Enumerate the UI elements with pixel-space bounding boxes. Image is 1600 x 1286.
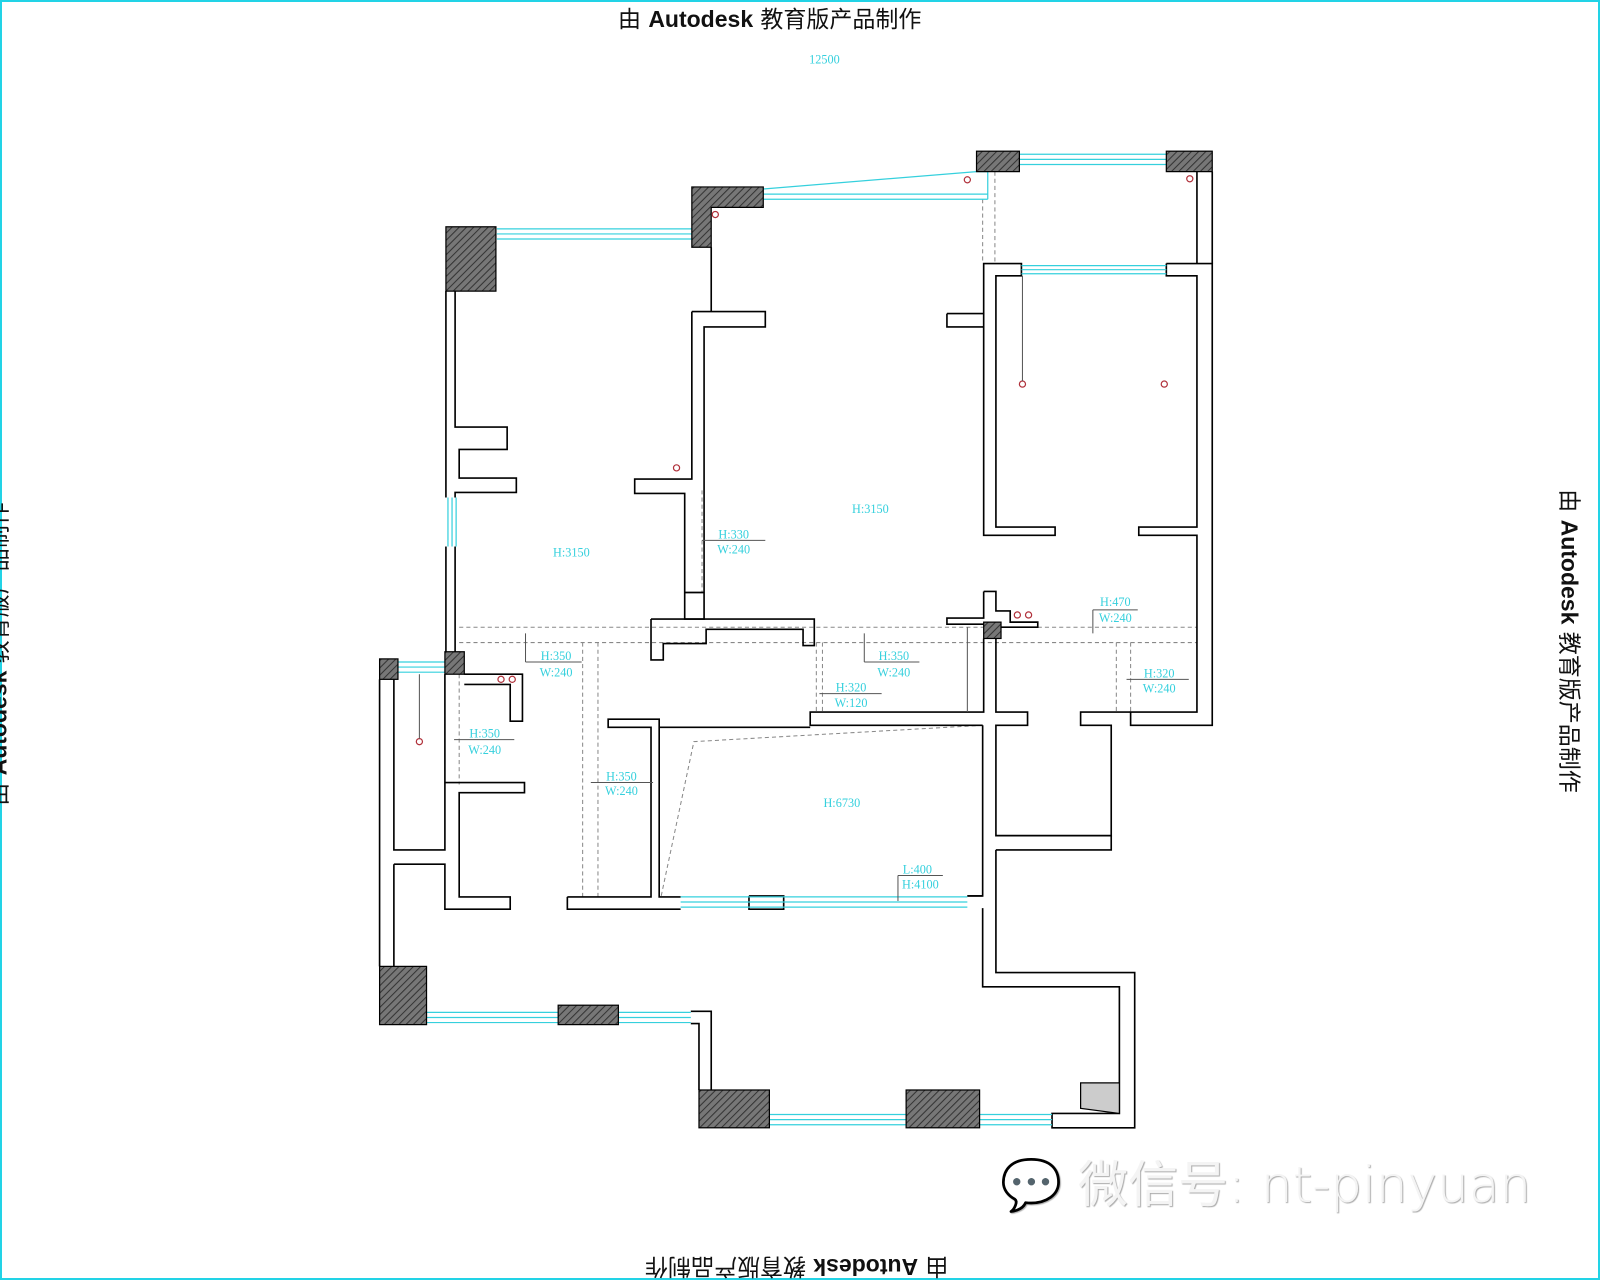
watermark-brand: Autodesk: [0, 670, 12, 776]
beam-label-width: W:120: [835, 696, 868, 710]
beam-label-height: H:350: [469, 727, 500, 741]
beam-label-width: W:240: [877, 665, 910, 679]
window-top-right: [1019, 153, 1167, 166]
watermark-suffix: 教育版产品制作: [1555, 631, 1582, 793]
watermark-top: 由 Autodesk 教育版产品制作: [618, 0, 921, 34]
room-height-label: H:6730: [823, 796, 860, 810]
room-height-label: H:3150: [553, 546, 590, 560]
beam-label-height: H:350: [606, 769, 637, 783]
beam-label-width: W:240: [540, 665, 573, 679]
watermark-prefix: 由: [618, 7, 641, 33]
beam-label-height: H:330: [718, 527, 749, 541]
window-label-height: H:4100: [902, 878, 939, 892]
beam-label-height: H:350: [879, 649, 910, 663]
watermark-bottom: 由 Autodesk 教育版产品制作: [645, 1252, 948, 1286]
wechat-icon: 💬: [1000, 1156, 1063, 1214]
watermark-brand: Autodesk: [648, 6, 754, 32]
pipe-leaders: [418, 275, 1023, 739]
watermark-suffix: 教育版产品制作: [645, 1253, 806, 1279]
watermark-left: 由 Autodesk 教育版产品制作: [0, 502, 14, 805]
watermark-brand: Autodesk: [813, 1254, 919, 1280]
beam-label-height: H:320: [1144, 666, 1175, 680]
overall-dimension: 12500: [809, 52, 840, 66]
wechat-watermark: 💬 微信号: nt-pinyuan: [1000, 1145, 1531, 1217]
beam-label-width: W:240: [468, 743, 501, 757]
window-bedroom-right: [1021, 264, 1167, 275]
watermark-prefix: 由: [0, 783, 13, 806]
beam-label-width: W:240: [1099, 611, 1132, 625]
window-living: [680, 896, 968, 908]
window-top-left: [496, 228, 692, 240]
beam-label-width: W:240: [717, 543, 750, 557]
label-leaders: [454, 539, 1189, 902]
fixtures: [415, 175, 1194, 746]
beam-label-height: H:320: [836, 681, 867, 695]
room-height-label: H:3150: [852, 502, 889, 516]
beam-label-width: W:240: [1143, 682, 1176, 696]
window-label-length: L:400: [903, 862, 932, 876]
watermark-suffix: 教育版产品制作: [760, 7, 922, 33]
watermark-prefix: 由: [925, 1253, 949, 1279]
wechat-id: 微信号: nt-pinyuan: [1078, 1156, 1532, 1214]
watermark-suffix: 教育版产品制作: [0, 502, 13, 664]
beam-label-width: W:240: [605, 784, 638, 798]
windows: [397, 153, 1167, 1126]
watermark-brand: Autodesk: [1556, 519, 1583, 625]
dimension-labels: H:3150 H:330 W:240 H:3150 H:470 W:240 H:…: [468, 502, 1175, 892]
columns: [378, 150, 1213, 1129]
watermark-prefix: 由: [1555, 489, 1582, 513]
beam-lines: [444, 171, 1197, 897]
beam-label-height: H:350: [541, 649, 572, 663]
beam-label-height: H:470: [1100, 595, 1131, 609]
window-left-bath: [397, 661, 445, 673]
window-left-small: [447, 497, 457, 547]
walls: [378, 171, 1214, 1129]
window-top-middle: [763, 171, 989, 200]
watermark-right: 由 Autodesk 教育版产品制作: [1555, 489, 1589, 792]
